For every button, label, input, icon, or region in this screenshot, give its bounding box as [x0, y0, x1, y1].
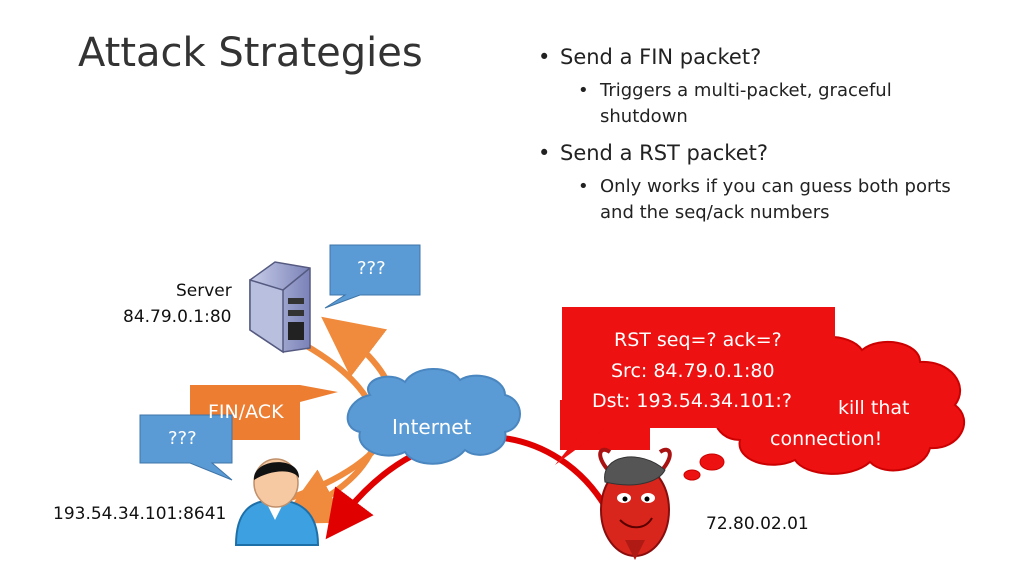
attacker-address: 72.80.02.01	[706, 514, 809, 534]
server-icon	[249, 261, 311, 354]
bullet-rst: Send a RST packet?	[538, 140, 1008, 166]
user-icon	[234, 458, 320, 546]
rst-line-3: Dst: 193.54.34.101:?	[592, 390, 792, 412]
server-label: Server	[176, 281, 232, 301]
rst-line-2: Src: 84.79.0.1:80	[611, 360, 775, 382]
sub-bullet-rst: Only works if you can guess both ports a…	[538, 174, 960, 226]
thought-line-1: kill that	[838, 397, 910, 419]
server-bubble-shape	[324, 244, 421, 309]
client-address: 193.54.34.101:8641	[53, 504, 227, 524]
bullet-fin: Send a FIN packet?	[538, 44, 1008, 70]
devil-icon	[598, 447, 672, 560]
slide-title: Attack Strategies	[78, 30, 423, 76]
rst-box-shape	[555, 307, 835, 465]
sub-bullet-fin: Triggers a multi-packet, graceful shutdo…	[538, 78, 940, 130]
rst-line-1: RST seq=? ack=?	[614, 329, 782, 351]
thought-line-2: connection!	[770, 428, 883, 450]
fin-ack-label: FIN/ACK	[208, 401, 284, 423]
client-bubble-text: ???	[168, 428, 197, 449]
server-bubble-text: ???	[357, 258, 386, 279]
bullet-list: Send a FIN packet? Triggers a multi-pack…	[538, 44, 1008, 232]
server-address: 84.79.0.1:80	[123, 307, 232, 327]
internet-label: Internet	[392, 415, 472, 439]
client-bubble-shape	[139, 414, 233, 481]
internet-cloud	[346, 368, 521, 465]
